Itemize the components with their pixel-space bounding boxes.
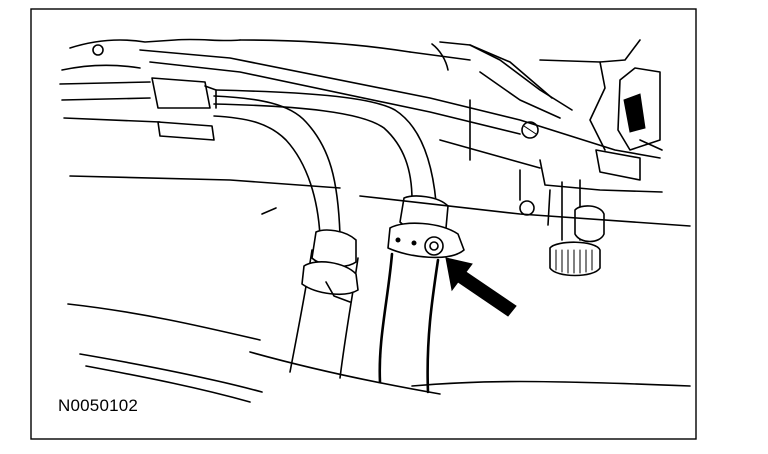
figure-reference-code: N0050102 [58,396,139,415]
arrow-icon [445,257,517,317]
tube-right [213,89,437,203]
figure-frame [30,8,697,440]
underbody-lines [67,175,691,403]
upper-housing [61,38,663,226]
upper-bracket [59,77,217,141]
tube-left [213,95,341,237]
hose-right [378,195,465,394]
right-fitting [549,179,605,277]
hose-left [289,229,359,379]
